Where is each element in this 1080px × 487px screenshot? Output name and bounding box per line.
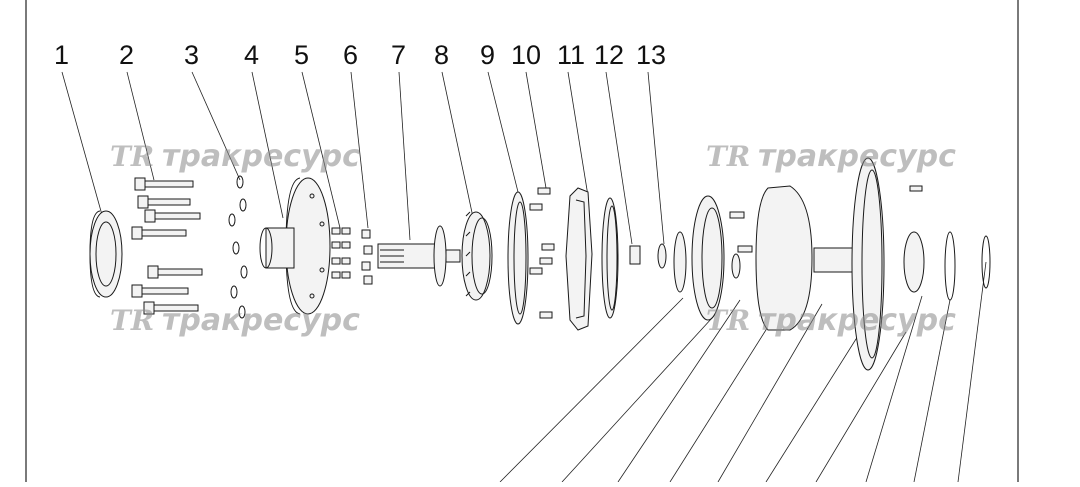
part-10-pins bbox=[529, 187, 555, 319]
callout-7: 7 bbox=[391, 40, 406, 70]
part-13-washer bbox=[657, 243, 667, 269]
callout-13: 13 bbox=[636, 40, 666, 70]
callout-11: 11 bbox=[557, 40, 585, 70]
callout-8: 8 bbox=[434, 40, 449, 70]
watermark-logo: TR bbox=[706, 304, 750, 337]
watermark-top-right: TR тракресурс bbox=[706, 139, 956, 174]
watermark-top-left: TR тракресурс bbox=[110, 139, 360, 174]
watermark-text: тракресурс bbox=[758, 303, 956, 338]
callout-12: 12 bbox=[594, 40, 624, 70]
callout-4: 4 bbox=[244, 40, 259, 70]
part-3-washers bbox=[228, 175, 248, 319]
callout-1: 1 bbox=[54, 40, 69, 70]
part-1-seal bbox=[89, 210, 123, 298]
part-8-gear bbox=[461, 211, 493, 301]
callout-2: 2 bbox=[119, 40, 134, 70]
watermark-logo: TR bbox=[110, 140, 154, 173]
watermark-logo: TR bbox=[110, 304, 154, 337]
watermark-bottom-right: TR тракресурс bbox=[706, 303, 956, 338]
part-9-ring bbox=[507, 191, 529, 325]
watermark-text: тракресурс bbox=[758, 139, 956, 174]
part-4-hub-housing bbox=[259, 177, 331, 315]
watermark-bottom-left: TR тракресурс bbox=[110, 303, 360, 338]
part-2-bolts bbox=[131, 177, 203, 315]
right-assembly bbox=[673, 157, 991, 371]
leader-lines-top bbox=[61, 71, 665, 245]
callout-labels: 1 2 3 4 5 6 7 8 9 10 11 12 13 bbox=[54, 40, 666, 70]
leader-lines-bottom bbox=[499, 261, 987, 483]
watermark-text: тракресурс bbox=[162, 303, 360, 338]
callout-6: 6 bbox=[343, 40, 358, 70]
part-6-nuts bbox=[361, 229, 373, 285]
callout-3: 3 bbox=[184, 40, 199, 70]
callout-9: 9 bbox=[480, 40, 495, 70]
part-5-pins bbox=[331, 227, 351, 279]
part-12-disc bbox=[601, 197, 641, 319]
watermark-text: тракресурс bbox=[162, 139, 360, 174]
callout-10: 10 bbox=[511, 40, 541, 70]
part-11-plate bbox=[565, 187, 593, 331]
part-7-shaft bbox=[377, 225, 461, 287]
watermark-logo: TR bbox=[706, 140, 750, 173]
callout-5: 5 bbox=[294, 40, 309, 70]
